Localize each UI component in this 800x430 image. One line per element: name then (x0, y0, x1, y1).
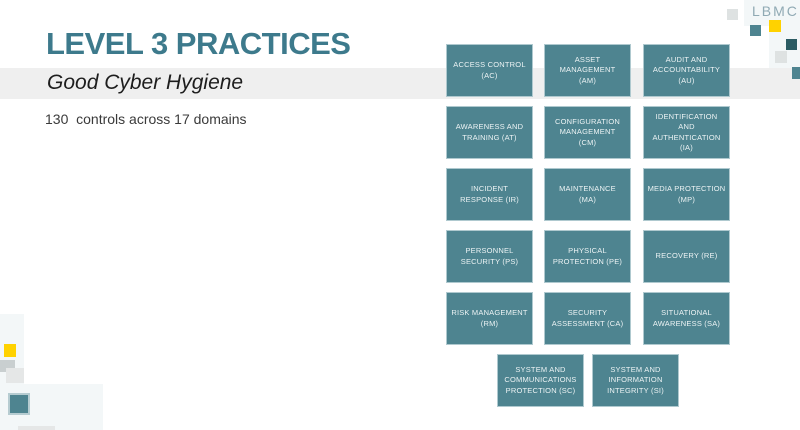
domain-box-ca: SECURITY ASSESSMENT (CA) (544, 292, 631, 345)
domain-box-cm: CONFIGURATION MANAGEMENT (CM) (544, 106, 631, 159)
deco-square-teal-top-right (750, 25, 761, 36)
domain-box-sc: SYSTEM AND COMMUNICATIONS PROTECTION (SC… (497, 354, 584, 407)
deco-strip-gray-bottom-edge (18, 426, 55, 430)
domain-box-ps: PERSONNEL SECURITY (PS) (446, 230, 533, 283)
deco-square-gray2-top-right (775, 51, 787, 63)
domain-box-rm: RISK MANAGEMENT (RM) (446, 292, 533, 345)
domain-box-am: ASSET MANAGEMENT (AM) (544, 44, 631, 97)
deco-square-graylight-bottom-left (6, 368, 24, 383)
domain-box-mp: MEDIA PROTECTION (MP) (643, 168, 730, 221)
domain-box-au: AUDIT AND ACCOUNTABILITY (AU) (643, 44, 730, 97)
domain-box-re: RECOVERY (RE) (643, 230, 730, 283)
domain-box-ia: IDENTIFICATION AND AUTHENTICATION (IA) (643, 106, 730, 159)
deco-square-gray-top-right (727, 9, 738, 20)
lbmc-logo: LBMC (752, 3, 799, 19)
domain-box-sa: SITUATIONAL AWARENESS (SA) (643, 292, 730, 345)
deco-square-teal-edge-right (792, 67, 800, 79)
page-title: LEVEL 3 PRACTICES (46, 26, 351, 61)
domain-box-pe: PHYSICAL PROTECTION (PE) (544, 230, 631, 283)
deco-square-yellow-top-right (769, 20, 781, 32)
domain-box-ma: MAINTENANCE (MA) (544, 168, 631, 221)
domain-box-si: SYSTEM AND INFORMATION INTEGRITY (SI) (592, 354, 679, 407)
domain-box-at: AWARENESS AND TRAINING (AT) (446, 106, 533, 159)
deco-square-yellow-bottom-left (4, 344, 16, 357)
page-subtitle: Good Cyber Hygiene (47, 71, 244, 94)
controls-summary: 130 controls across 17 domains (45, 111, 247, 127)
deco-square-darkteal-top-right (786, 39, 797, 50)
deco-square-teal-bordered-bottom-left (8, 393, 30, 415)
domain-box-ac: ACCESS CONTROL (AC) (446, 44, 533, 97)
domain-box-ir: INCIDENT RESPONSE (IR) (446, 168, 533, 221)
